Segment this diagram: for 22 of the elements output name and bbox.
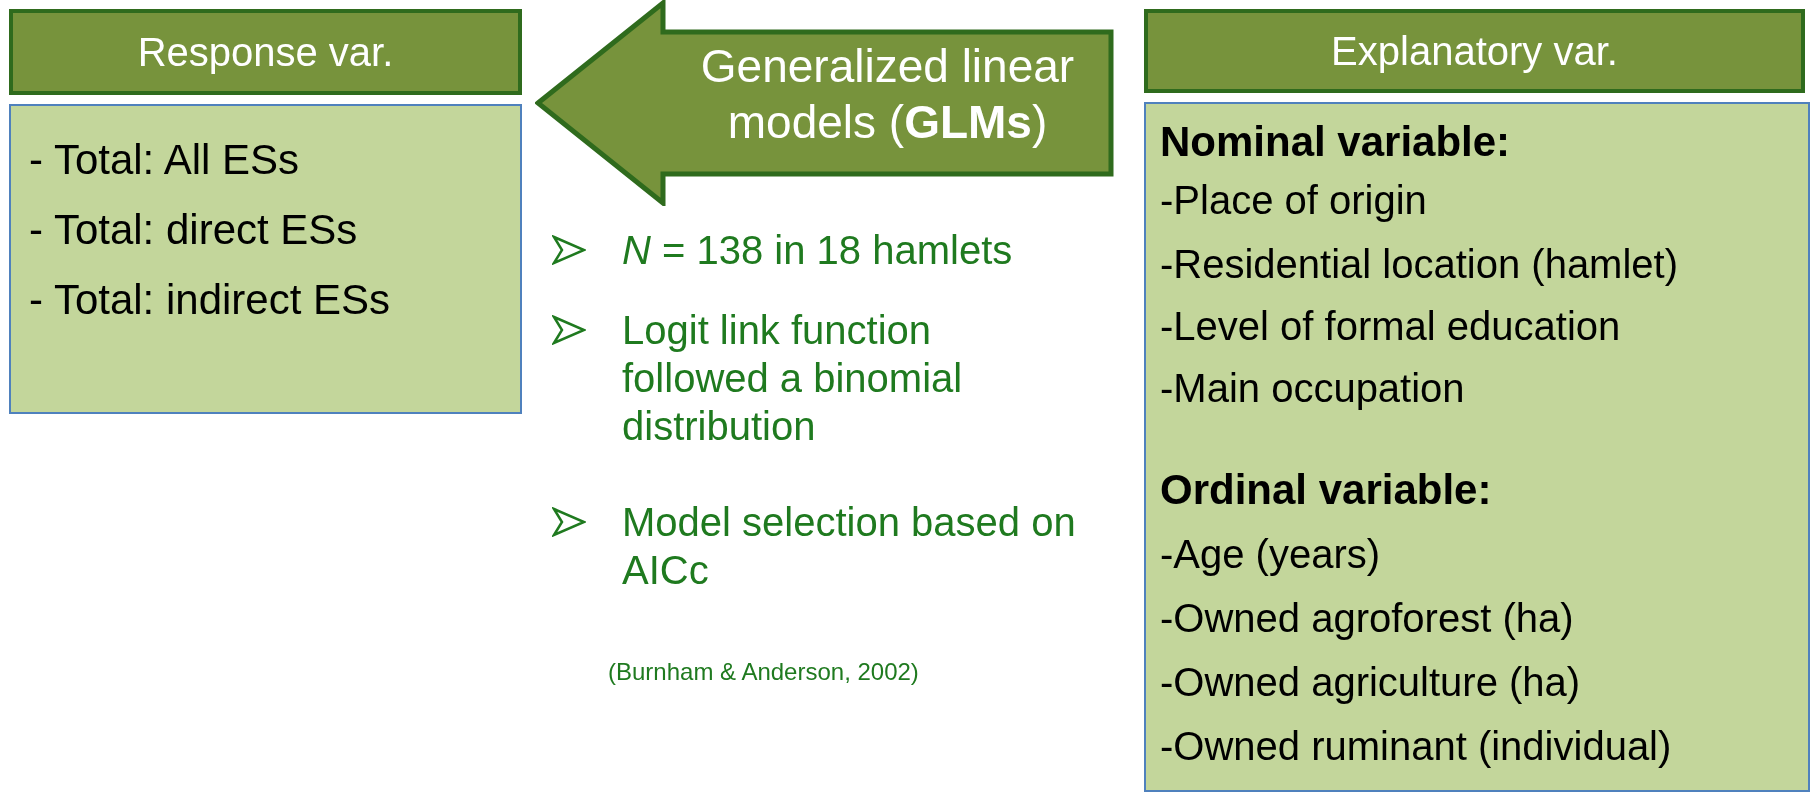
- list-item: -Owned agriculture (ha): [1160, 660, 1581, 705]
- list-item: - Total: All ESs: [29, 136, 299, 184]
- section-heading: Ordinal variable:: [1160, 466, 1492, 514]
- header-box: Explanatory var.: [1144, 9, 1805, 93]
- bullet-text: Logit link function followed a binomial distribution: [622, 307, 964, 450]
- list-item: -Owned agroforest (ha): [1160, 596, 1574, 641]
- list-item: -Residential location (hamlet): [1160, 242, 1678, 287]
- list-item: -Owned ruminant (individual): [1160, 724, 1672, 769]
- bullet-text: N = 138 in 18 hamlets: [622, 227, 1014, 274]
- bullet-text: Model selection based on AICc: [622, 499, 1077, 594]
- list-item: -Age (years): [1160, 532, 1381, 577]
- list-item: -Main occupation: [1160, 366, 1465, 411]
- citation-text: (Burnham & Anderson, 2002): [608, 658, 919, 686]
- list-item: - Total: indirect ESs: [29, 276, 391, 324]
- arrow-label: Generalized linear models (GLMs): [699, 39, 1076, 150]
- variable-list-box: [1144, 102, 1810, 792]
- list-item: -Level of formal education: [1160, 304, 1621, 349]
- list-item: -Place of origin: [1160, 178, 1427, 223]
- response-list-box: [9, 104, 522, 414]
- header-box: Response var.: [9, 9, 522, 95]
- section-heading: Nominal variable:: [1160, 118, 1511, 166]
- list-item: - Total: direct ESs: [29, 206, 358, 254]
